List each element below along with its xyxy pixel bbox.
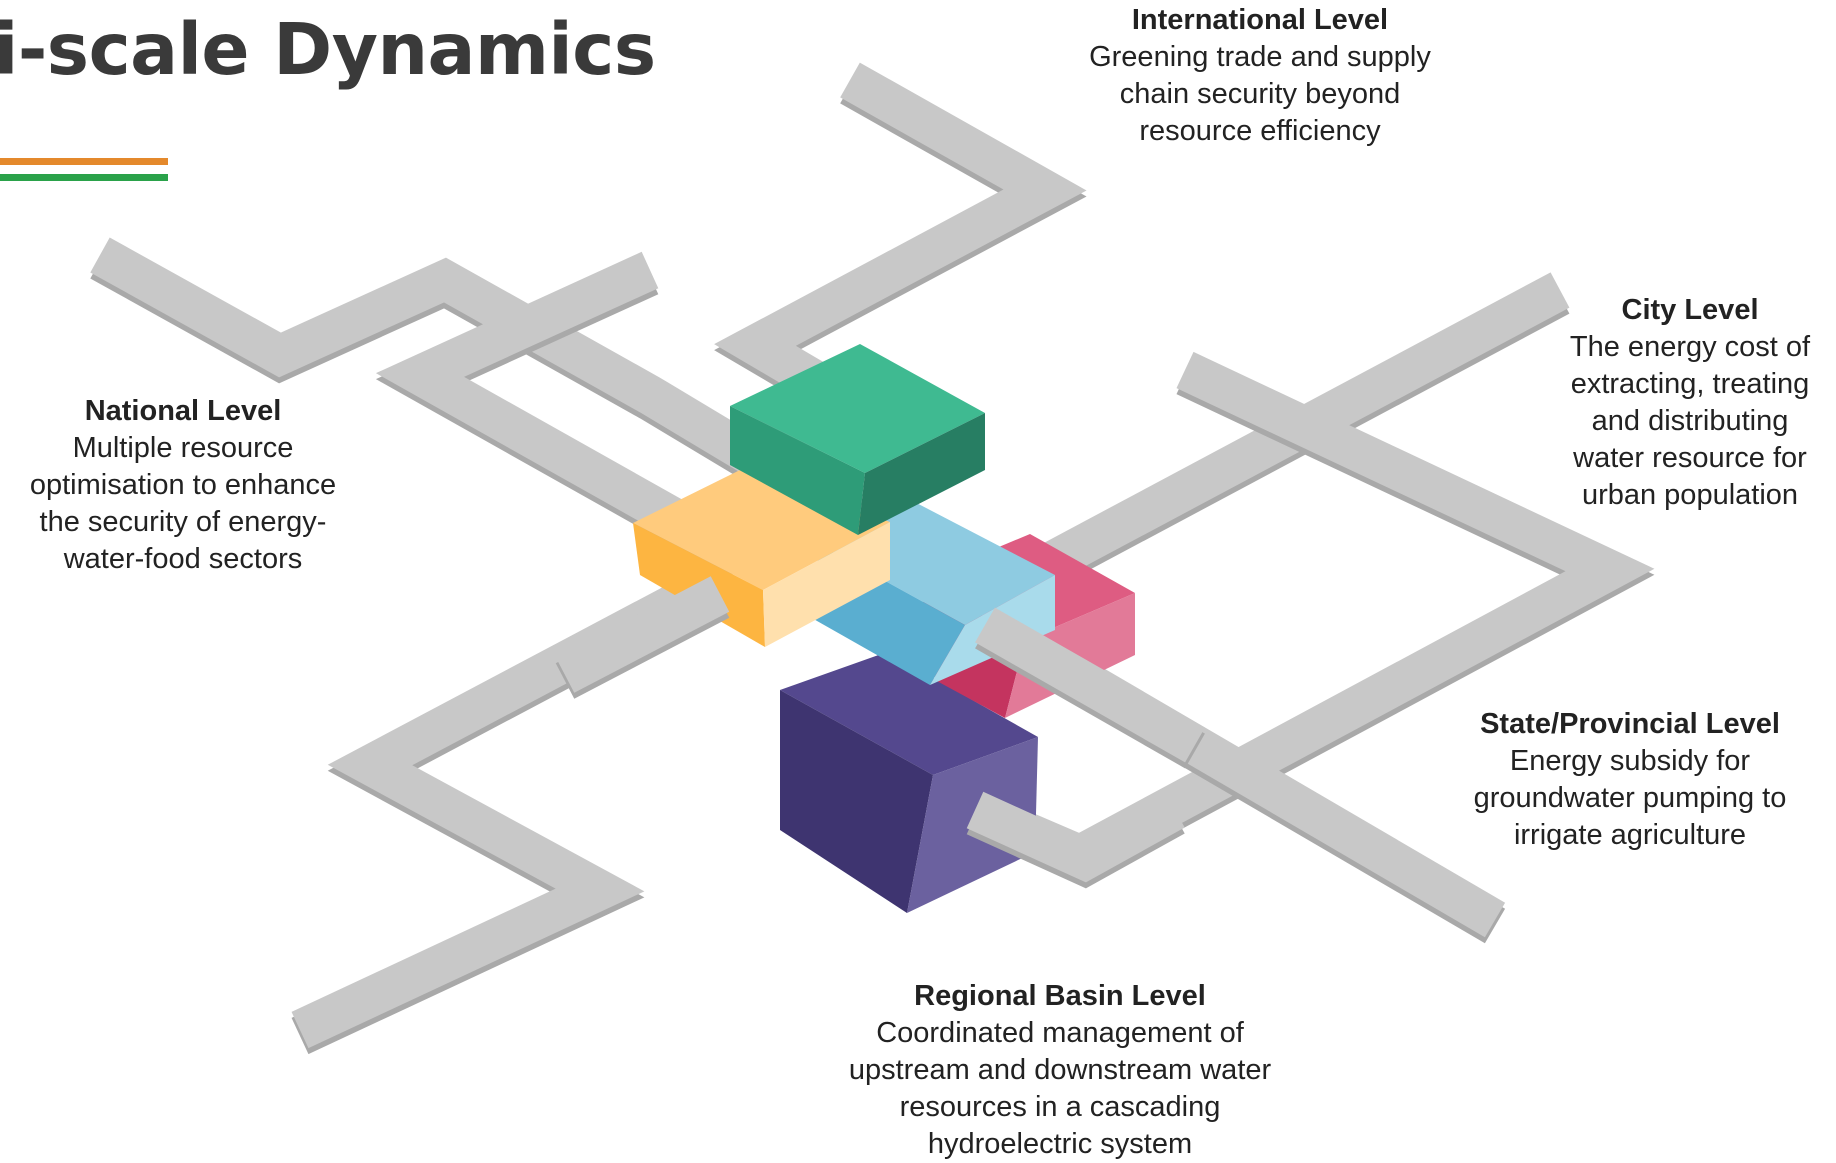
- accent-bar-green: [0, 174, 168, 181]
- international-path: [714, 62, 1087, 416]
- green-block-right: [858, 413, 985, 535]
- national-level-title: National Level: [84, 395, 282, 427]
- international-level: International Level Greening trade and s…: [1070, 2, 1450, 150]
- foreground-paths: [555, 576, 1205, 889]
- international-level-description: Greening trade and supply chain security…: [1089, 41, 1431, 147]
- state-level-description: Energy subsidy for groundwater pumping t…: [1473, 745, 1787, 851]
- accent-bar-orange: [0, 158, 168, 165]
- green-block-top: [730, 344, 985, 473]
- international-level-title: International Level: [1131, 4, 1389, 36]
- yellow-block-right: [763, 522, 890, 647]
- national-level: National Level Multiple resource optimis…: [8, 393, 358, 578]
- regional-basin-level: Regional Basin Level Coordinated managem…: [820, 978, 1300, 1163]
- purple-block-left: [780, 690, 933, 913]
- state-level-title: State/Provincial Level: [1480, 708, 1780, 740]
- state-level: State/Provincial Level Energy subsidy fo…: [1440, 706, 1820, 854]
- purple-block-top: [780, 652, 1038, 775]
- city-level: City Level The energy cost of extracting…: [1545, 292, 1835, 514]
- regional-path: [291, 572, 710, 1055]
- slide-title: i-scale Dynamics: [0, 8, 656, 91]
- green-block: [730, 344, 985, 535]
- city-level-title: City Level: [1621, 294, 1759, 326]
- national-level-description: Multiple resource optimisation to enhanc…: [29, 432, 337, 575]
- regional-basin-level-description: Coordinated management of upstream and d…: [848, 1017, 1272, 1160]
- city-level-description: The energy cost of extracting, treating …: [1569, 331, 1811, 511]
- green-block-left: [730, 406, 865, 535]
- regional-basin-level-title: Regional Basin Level: [914, 980, 1206, 1012]
